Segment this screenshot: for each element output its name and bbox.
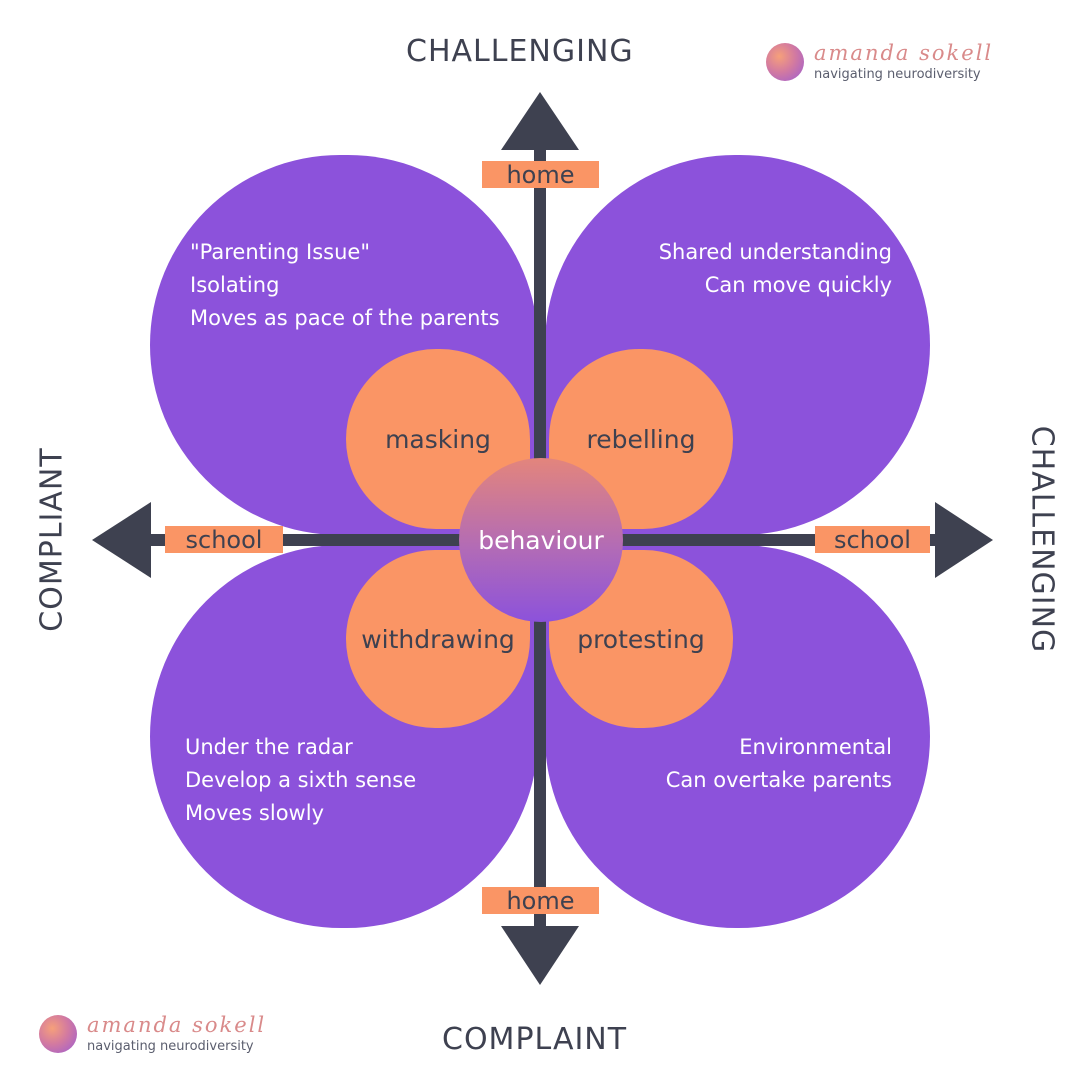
quadrant-line: Can move quickly: [704, 273, 892, 297]
logo-top-right: amanda sokell navigating neurodiversity: [766, 43, 993, 81]
school-tag-right: school: [815, 526, 930, 554]
logo-bottom-left: amanda sokell navigating neurodiversity: [39, 1015, 266, 1053]
quadrant-line: Under the radar: [185, 735, 353, 759]
axis-label-right: CHALLENGING: [1024, 425, 1060, 654]
quadrant-line: Environmental: [739, 735, 892, 759]
center-behaviour: behaviour: [459, 458, 623, 622]
arrow-down-icon: [501, 926, 579, 985]
school-tag-left: school: [165, 526, 283, 554]
quadrant-line: Shared understanding: [658, 240, 892, 264]
quadrant-bottom-right-text: Environmental Can overtake parents: [666, 731, 892, 797]
quadrant-line: "Parenting Issue": [190, 240, 370, 264]
logo-mark-icon: [766, 43, 804, 81]
home-tag-bottom: home: [482, 887, 599, 915]
logo-tagline: navigating neurodiversity: [87, 1039, 254, 1054]
axis-label-bottom: COMPLAINT: [442, 1022, 628, 1057]
quadrant-top-left-text: "Parenting Issue" Isolating Moves as pac…: [190, 236, 500, 335]
quadrant-bottom-left-text: Under the radar Develop a sixth sense Mo…: [185, 731, 416, 830]
logo-mark-icon: [39, 1015, 77, 1053]
axis-label-top: CHALLENGING: [406, 34, 634, 69]
logo-tagline: navigating neurodiversity: [814, 67, 981, 82]
axis-label-left: COMPLIANT: [34, 447, 70, 632]
quadrant-line: Isolating: [190, 273, 280, 297]
quadrant-top-right-text: Shared understanding Can move quickly: [659, 236, 892, 302]
arrow-up-icon: [501, 92, 579, 150]
home-tag-top: home: [482, 161, 599, 189]
logo-name: amanda sokell: [814, 41, 994, 65]
quadrant-line: Can overtake parents: [665, 768, 892, 792]
arrow-right-icon: [935, 502, 993, 578]
quadrant-line: Develop a sixth sense: [185, 768, 417, 792]
petal-masking: masking: [346, 349, 530, 529]
quadrant-line: Moves slowly: [185, 801, 324, 825]
logo-name: amanda sokell: [87, 1013, 267, 1037]
quadrant-line: Moves as pace of the parents: [190, 306, 500, 330]
arrow-left-icon: [92, 502, 151, 578]
